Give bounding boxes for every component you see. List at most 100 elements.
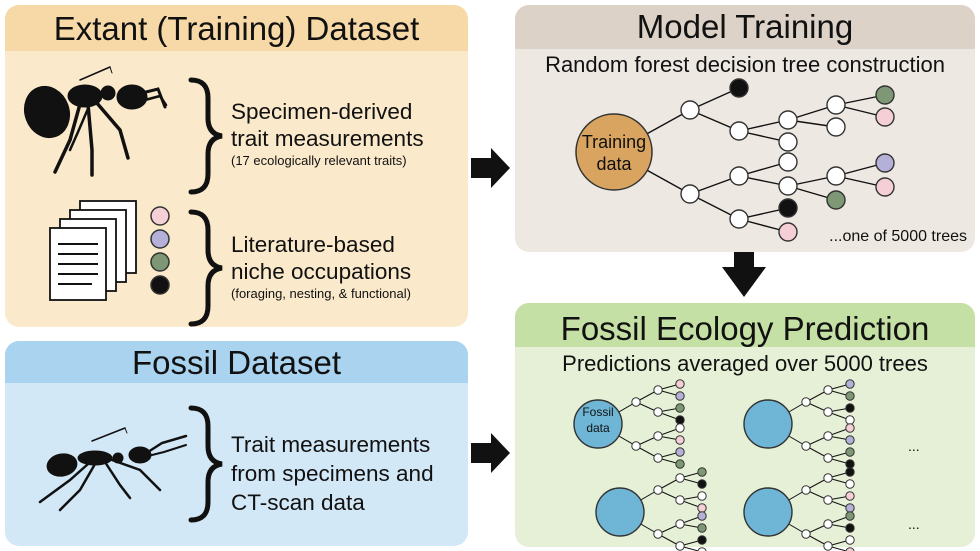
tree-node — [675, 541, 685, 551]
fossil-node-label-1: Fossil — [582, 405, 613, 419]
prediction-header-band — [515, 303, 975, 347]
trait-line-1: Specimen-derived — [231, 99, 413, 124]
tree-node — [823, 453, 833, 463]
niche-dot-green — [150, 252, 170, 272]
niche-note: (foraging, nesting, & functional) — [231, 286, 411, 301]
training-title: Model Training — [636, 8, 854, 45]
extant-header-band — [5, 5, 468, 51]
training-decision-tree — [575, 78, 895, 242]
fossil-title: Fossil Dataset — [131, 344, 342, 381]
tree-node — [653, 385, 663, 395]
niche-dot-lavender — [150, 229, 170, 249]
tree-node — [845, 379, 855, 389]
tree-node — [845, 523, 855, 533]
tree-node — [653, 453, 663, 463]
prediction-forest — [573, 379, 855, 551]
prediction-title: Fossil Ecology Prediction — [560, 310, 930, 347]
extant-title: Extant (Training) Dataset — [53, 10, 420, 47]
tree-node — [653, 485, 663, 495]
arrow-training-to-prediction — [722, 252, 766, 297]
tree-node — [845, 459, 855, 469]
tree-node — [675, 495, 685, 505]
tree-node — [845, 467, 855, 477]
tree-node — [845, 403, 855, 413]
fossil-ant-icon — [38, 427, 188, 512]
training-data-node — [575, 113, 653, 191]
fossil-measurements-text: Trait measurements from specimens and CT… — [231, 430, 434, 517]
niche-line-1: Literature-based — [231, 232, 395, 257]
niche-legend-dots — [150, 206, 170, 295]
tree-node — [845, 435, 855, 445]
brace-icon — [188, 77, 223, 523]
tree-node — [675, 403, 685, 413]
tree-node — [845, 535, 855, 545]
tree-node — [675, 415, 685, 425]
tree-node — [823, 519, 833, 529]
tree-node — [801, 529, 811, 539]
documents-icon — [49, 200, 137, 301]
tree-node — [697, 479, 707, 489]
tree-node — [845, 447, 855, 457]
prediction-ellipsis-2: ... — [908, 516, 920, 532]
extant-ant-icon — [23, 66, 168, 177]
tree-node — [675, 435, 685, 445]
tree-node — [653, 407, 663, 417]
tree-node — [675, 447, 685, 457]
trait-note: (17 ecologically relevant traits) — [231, 153, 407, 168]
tree-node — [823, 385, 833, 395]
tree-node — [823, 495, 833, 505]
training-subtitle: Random forest decision tree construction — [545, 52, 945, 77]
arrow-fossil-to-prediction — [471, 433, 510, 473]
tree-node — [697, 523, 707, 533]
tree-node — [845, 547, 855, 551]
tree-node — [823, 407, 833, 417]
fossil-line-3: CT-scan data — [231, 490, 365, 515]
training-node-label-2: data — [596, 154, 632, 174]
tree-node — [697, 491, 707, 501]
niche-occupations-text: Literature-based niche occupations (fora… — [231, 231, 411, 303]
training-header-band — [515, 5, 975, 49]
fossil-data-node — [743, 487, 793, 537]
niche-dot-black — [150, 275, 170, 295]
tree-node — [675, 391, 685, 401]
fossil-node-label-2: data — [586, 421, 610, 435]
tree-node — [631, 441, 641, 451]
fossil-dataset-panel: Fossil Dataset Trait measurements from s… — [5, 341, 468, 546]
training-note: ...one of 5000 trees — [829, 228, 967, 245]
tree-node — [675, 379, 685, 389]
tree-node — [845, 511, 855, 521]
niche-dot-pink — [150, 206, 170, 226]
tree-node — [845, 391, 855, 401]
tree-node — [801, 397, 811, 407]
fossil-header-band — [5, 341, 468, 383]
tree-node — [697, 535, 707, 545]
fossil-data-node — [743, 399, 793, 449]
tree-node — [845, 491, 855, 501]
tree-node — [845, 479, 855, 489]
trait-measurements-text: Specimen-derived trait measurements (17 … — [231, 98, 424, 170]
tree-node — [801, 485, 811, 495]
tree-node — [823, 431, 833, 441]
training-node-label-1: Training — [582, 132, 646, 152]
tree-node — [653, 431, 663, 441]
tree-node — [845, 423, 855, 433]
flow-arrows — [471, 148, 766, 473]
tree-node — [697, 547, 707, 551]
trait-line-2: trait measurements — [231, 126, 424, 151]
tree-node — [631, 397, 641, 407]
niche-line-2: niche occupations — [231, 259, 412, 284]
fossil-line-1: Trait measurements — [231, 432, 431, 457]
tree-node — [801, 441, 811, 451]
arrow-extant-to-training — [471, 148, 510, 188]
fossil-line-2: from specimens and — [231, 461, 434, 486]
fossil-data-node — [573, 399, 623, 449]
prediction-subtitle: Predictions averaged over 5000 trees — [562, 351, 928, 376]
tree-node — [845, 415, 855, 425]
prediction-ellipsis-1: ... — [908, 438, 920, 454]
tree-node — [845, 503, 855, 513]
tree-node — [697, 511, 707, 521]
tree-node — [675, 459, 685, 469]
tree-node — [653, 529, 663, 539]
tree-node — [823, 473, 833, 483]
